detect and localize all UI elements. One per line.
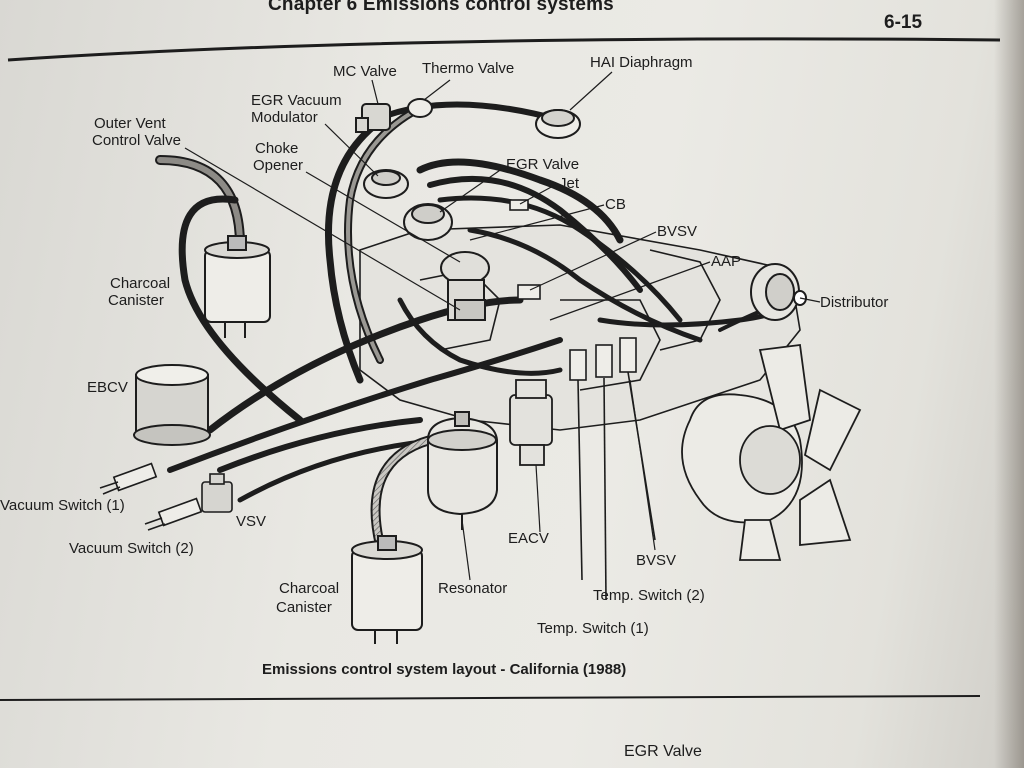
resonator [427, 411, 498, 530]
mc-valve [355, 103, 391, 133]
label-mc-valve: MC Valve [333, 63, 397, 80]
label-choke-opener-2: Opener [253, 157, 304, 174]
label-resonator: Resonator [438, 580, 508, 597]
label-outer-vent-1: Outer Vent [94, 115, 166, 132]
label-hai-diaphragm: HAI Diaphragm [590, 54, 693, 71]
header-rule [7, 37, 1001, 62]
label-egr-vacuum-modulator-2: Modulator [251, 109, 318, 126]
label-temp-switch-1: Temp. Switch (1) [537, 620, 649, 637]
label-charcoal-canister-bottom-2: Canister [276, 599, 332, 616]
label-jet: Jet [559, 175, 580, 192]
charcoal-canister-top [204, 235, 271, 338]
distributor [750, 263, 807, 321]
egr-vacuum-modulator [363, 169, 409, 199]
hai-diaphragm [535, 109, 581, 139]
label-thermo-valve: Thermo Valve [422, 60, 515, 77]
label-charcoal-canister-top-2: Canister [108, 292, 164, 309]
page-edge-shadow [994, 0, 1024, 768]
label-bvsv-bottom: BVSV [636, 552, 677, 569]
label-vsv: VSV [236, 513, 267, 530]
label-cb: CB [605, 196, 626, 213]
vacuum-switch-2 [144, 497, 203, 531]
label-ebcv: EBCV [87, 379, 128, 396]
vacuum-hoses [155, 101, 803, 550]
eacv-valve [509, 379, 553, 466]
figure-caption: Emissions control system layout - Califo… [262, 661, 627, 678]
thermo-valve [407, 98, 433, 118]
label-distributor: Distributor [820, 294, 889, 311]
label-vacuum-switch-1: Vacuum Switch (1) [0, 497, 125, 514]
label-charcoal-canister-top-1: Charcoal [110, 275, 171, 292]
label-egr-valve: EGR Valve [506, 156, 580, 173]
label-egr-vacuum-modulator-1: EGR Vacuum [251, 92, 342, 109]
emissions-diagram [99, 71, 862, 644]
label-bvsv-top: BVSV [657, 223, 698, 240]
label-choke-opener-1: Choke [255, 140, 299, 157]
label-temp-switch-2: Temp. Switch (2) [593, 587, 705, 604]
vsv-valve [201, 473, 233, 513]
jet [509, 199, 529, 211]
egr-valve [403, 203, 453, 241]
choke-opener [440, 251, 490, 321]
page-number: 6-15 [884, 12, 923, 33]
label-eacv: EACV [508, 530, 549, 547]
leader-lines [184, 71, 821, 581]
section-heading-egr-valve: EGR Valve [624, 743, 702, 760]
charcoal-canister-bottom [351, 535, 423, 644]
cooling-fan [681, 343, 862, 561]
label-vacuum-switch-2: Vacuum Switch (2) [69, 540, 194, 557]
label-outer-vent-2: Control Valve [92, 132, 181, 149]
label-charcoal-canister-bottom-1: Charcoal [279, 580, 340, 597]
vacuum-switch-1 [99, 462, 158, 495]
ebcv-valve [133, 364, 211, 446]
chapter-title: Chapter 6 Emissions control systems [268, 0, 614, 15]
label-aap: AAP [711, 253, 742, 270]
